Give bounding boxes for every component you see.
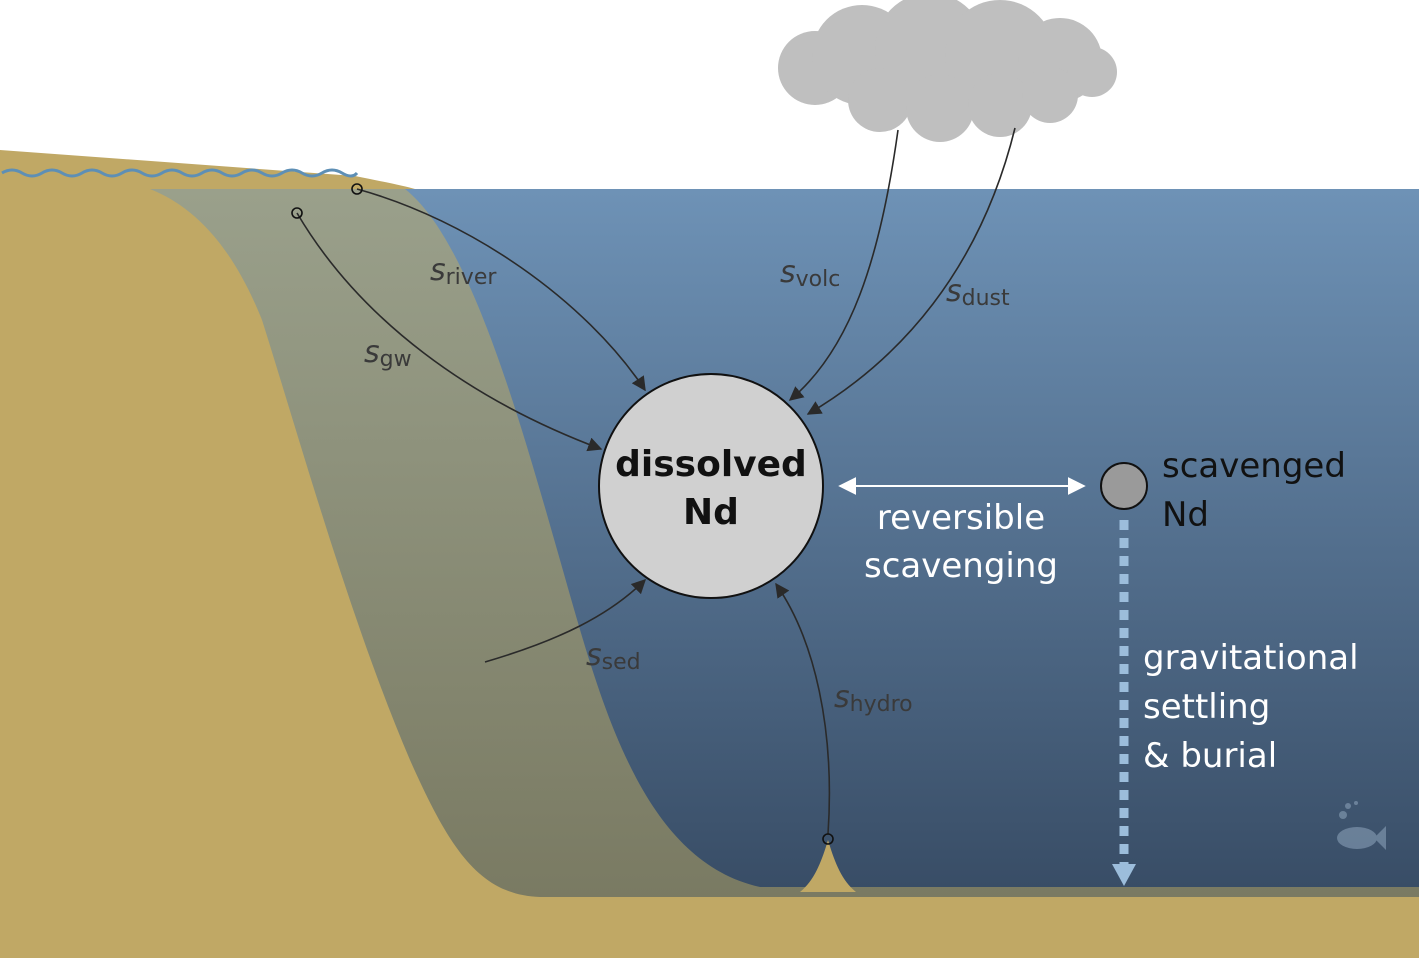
- hydrothermal-vent: [800, 840, 856, 892]
- groundwater-flux-arrow: [296, 212, 603, 452]
- sediment-source-label: ssed: [586, 638, 641, 675]
- settling-arrow-head: [1112, 864, 1136, 886]
- fish-icon: [1337, 801, 1386, 850]
- dissolved-nd-circle: [598, 373, 824, 599]
- groundwater-source-label: sgw: [364, 335, 412, 372]
- dissolved-nd-label-line2: Nd: [683, 492, 739, 533]
- river-source-label: sriver: [430, 253, 497, 290]
- scavenged-nd-label-line2: Nd: [1162, 495, 1209, 535]
- river-wave: [1, 168, 359, 178]
- dust-flux-arrow: [806, 127, 1016, 415]
- scavenged-nd-label-line1: scavenged: [1162, 446, 1346, 486]
- reversible-scavenging-label-line1: reversible: [877, 498, 1045, 538]
- scavenged-nd-particle: [1100, 462, 1148, 510]
- cloud-icon: [778, 0, 1117, 142]
- reversible-scavenging-label-line2: scavenging: [864, 546, 1058, 586]
- dust-source-label: sdust: [946, 274, 1010, 311]
- hydrothermal-source-label: shydro: [834, 680, 913, 717]
- groundwater-source-point: [291, 207, 303, 219]
- settling-label-line1: gravitational: [1143, 638, 1359, 678]
- land: [0, 150, 1419, 958]
- settling-label-line2: settling: [1143, 687, 1270, 727]
- volcanic-source-label: svolc: [780, 255, 840, 292]
- dissolved-nd-label-line1: dissolved: [615, 444, 807, 485]
- volcanic-flux-arrow: [788, 129, 899, 401]
- sediment-flux-arrow: [484, 578, 647, 663]
- settling-label-line3: & burial: [1143, 736, 1277, 776]
- river-source-point: [351, 183, 363, 195]
- hydrothermal-source-point: [822, 833, 834, 845]
- hydrothermal-flux-arrow: [775, 582, 831, 835]
- river-flux-arrow: [356, 188, 646, 392]
